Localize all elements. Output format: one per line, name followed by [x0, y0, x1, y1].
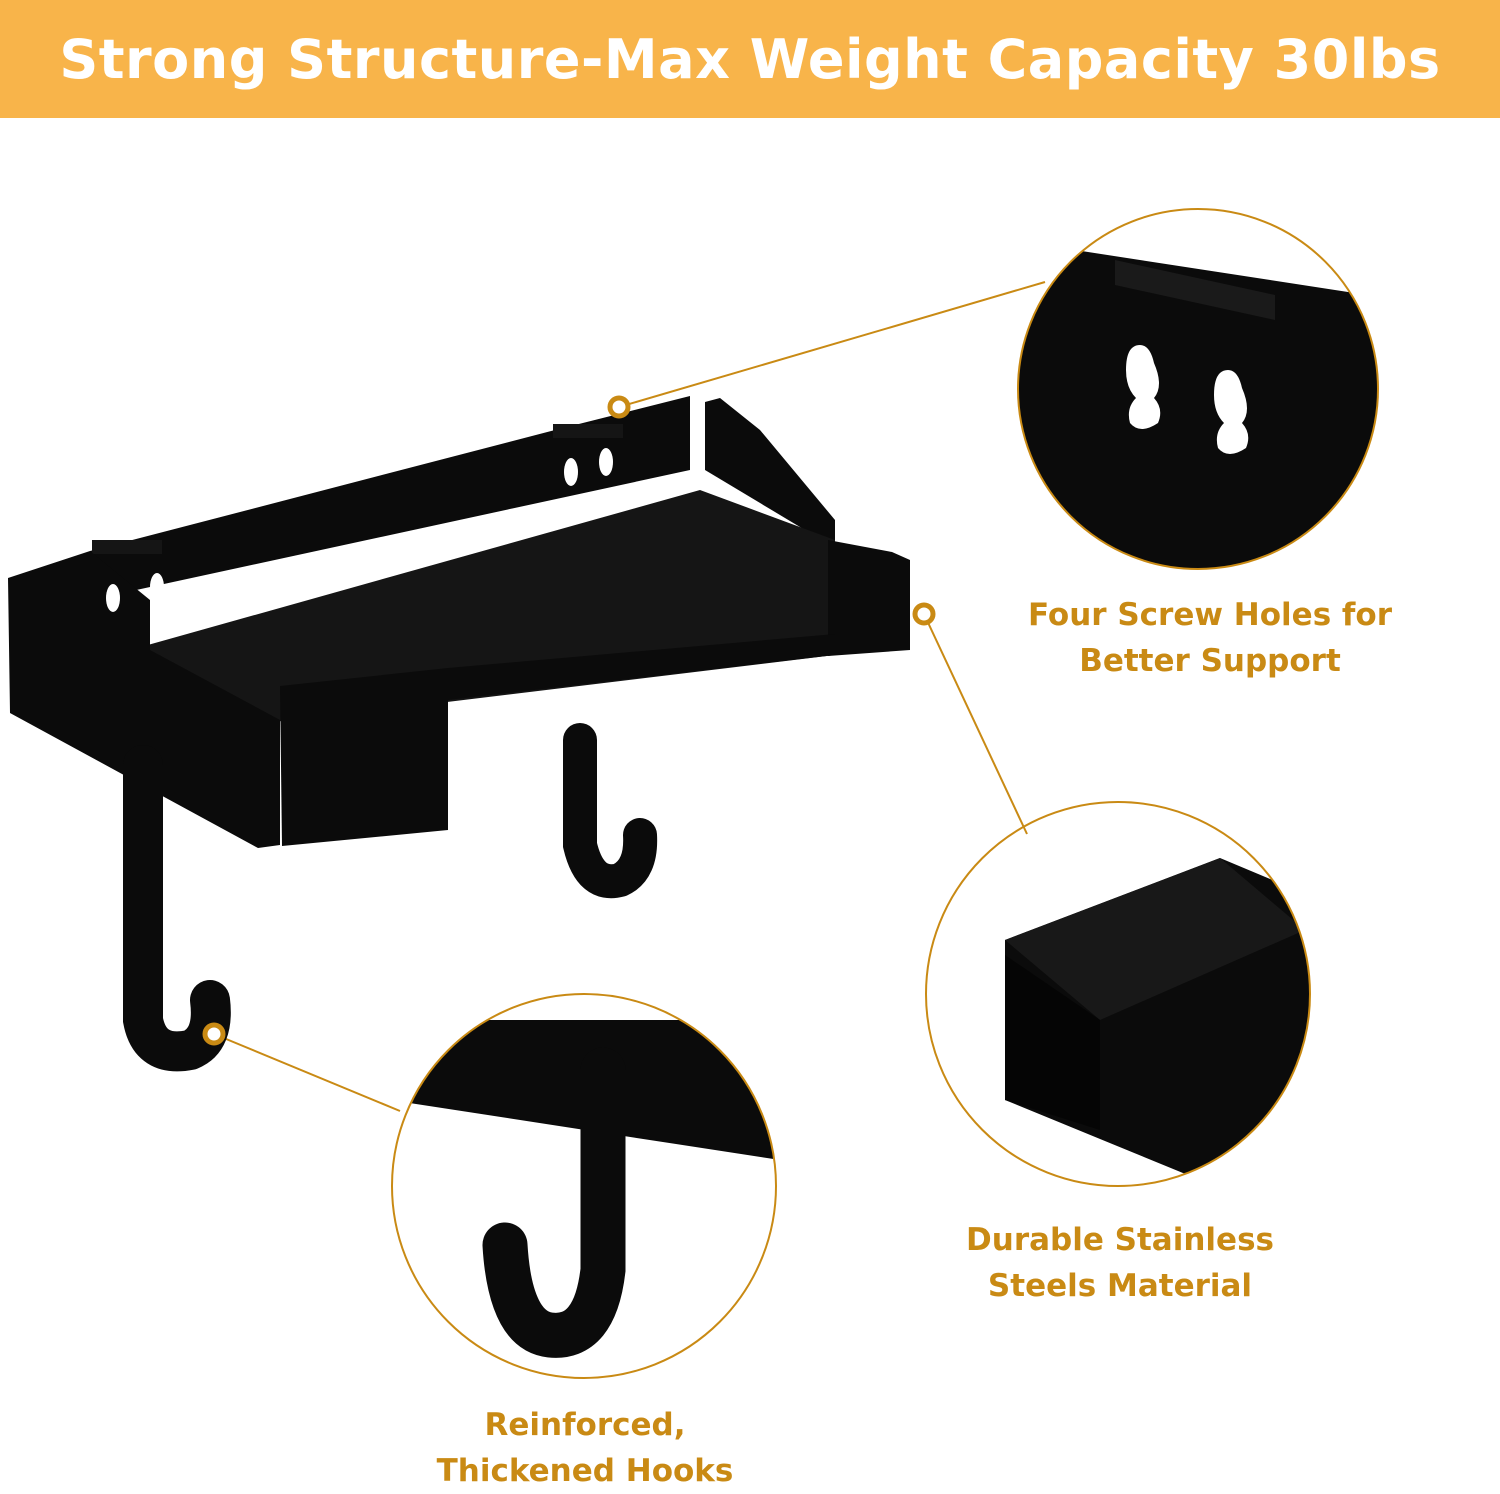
- zoom-material: [925, 801, 1311, 1187]
- shelf-hooks: [123, 723, 658, 1072]
- back-tab-right: [553, 424, 623, 438]
- keyhole-3: [564, 458, 578, 486]
- callout-line-steel: [923, 613, 1028, 835]
- caption-material: Durable Stainless Steels Material: [940, 1217, 1300, 1309]
- zoom-screw-holes: [1017, 208, 1379, 570]
- caption-hooks-line-1: Reinforced,: [484, 1407, 686, 1443]
- caption-screw-holes: Four Screw Holes for Better Support: [1010, 592, 1410, 684]
- caption-screw-line-1: Four Screw Holes for: [1027, 597, 1393, 633]
- shelf-right-wall: [705, 398, 835, 548]
- shelf-front-face: [448, 634, 835, 700]
- page-title: Strong Structure-Max Weight Capacity 30l…: [59, 27, 1441, 91]
- hook-left: [123, 745, 231, 1072]
- shelf-left-wall: [8, 551, 280, 848]
- caption-material-line-1: Durable Stainless: [966, 1222, 1274, 1258]
- keyhole-4: [599, 448, 613, 476]
- callout-lines: [213, 281, 1046, 1112]
- keyhole-1: [106, 584, 120, 612]
- callout-line-hooks: [213, 1033, 401, 1112]
- header-banner: Strong Structure-Max Weight Capacity 30l…: [0, 0, 1500, 118]
- dot-screw-holes: [607, 395, 631, 419]
- shelf-product: [8, 396, 910, 848]
- keyhole-2: [150, 573, 164, 601]
- zoom-hooks: [391, 993, 777, 1379]
- callout-line-screw: [618, 281, 1046, 408]
- keyhole-zoom-2: [1214, 370, 1249, 454]
- caption-screw-line-2: Better Support: [1079, 643, 1341, 679]
- caption-hooks-line-2: Thickened Hooks: [436, 1453, 734, 1489]
- dot-hooks: [202, 1022, 226, 1046]
- shelf-front-right-panel: [828, 540, 910, 656]
- caption-material-line-2: Steels Material: [987, 1268, 1253, 1304]
- caption-hooks: Reinforced, Thickened Hooks: [390, 1402, 780, 1494]
- hook-right: [563, 723, 658, 899]
- callout-dots: [202, 395, 936, 1046]
- shelf-front-rim: [280, 668, 448, 846]
- shelf-back-wall: [90, 396, 690, 600]
- dot-material: [912, 602, 936, 626]
- keyhole-zoom-1: [1126, 345, 1161, 429]
- back-tab-left: [92, 540, 162, 554]
- hook-zoom: [482, 1047, 626, 1358]
- shelf-keyholes: [106, 448, 613, 612]
